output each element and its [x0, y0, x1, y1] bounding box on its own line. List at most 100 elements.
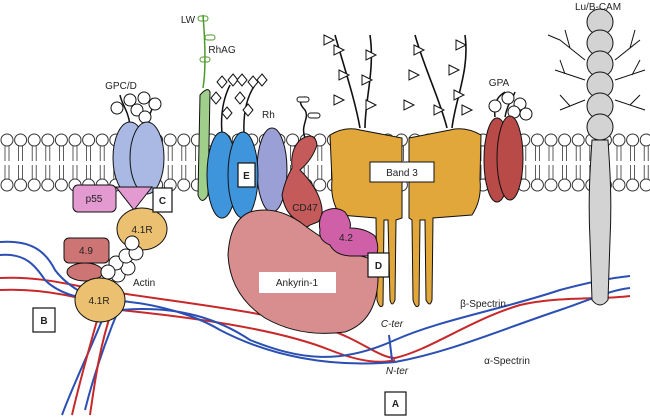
lubcam-protein — [547, 8, 646, 306]
lipid-head — [41, 178, 55, 192]
svg-text:D: D — [375, 261, 382, 272]
ankyrin-protein: Ankyrin-1 — [227, 209, 379, 334]
ankyrin-label-box — [259, 272, 336, 293]
lipid-head — [177, 133, 191, 147]
n-ter-label: N-ter — [386, 366, 409, 377]
glycan-triangle — [433, 104, 446, 116]
glycan-triangle — [361, 74, 374, 86]
lipid-head — [626, 178, 640, 192]
gpa-protein: GPA — [483, 78, 533, 203]
glycan-diamond — [234, 91, 246, 105]
band3-label: Band 3 — [386, 168, 418, 179]
lipid-head — [558, 133, 572, 147]
gpa-label: GPA — [489, 78, 510, 89]
lubcam-glycan-branches — [547, 29, 646, 111]
lipid-head — [0, 178, 14, 192]
gpcd-p55-triangle — [114, 186, 154, 211]
svg-text:B: B — [40, 316, 47, 327]
glycan-diamond — [221, 106, 233, 120]
band3-monomer-right — [408, 128, 482, 308]
protein-41r-bottom-label: 4.1R — [88, 296, 109, 307]
lubcam-stalk — [588, 139, 612, 306]
glycan-triangle — [365, 99, 378, 111]
glycan-triangle — [333, 44, 346, 56]
box-c: C — [152, 187, 173, 213]
lipid-head — [27, 178, 41, 192]
lipid-head — [571, 133, 585, 147]
lipid-head — [14, 133, 28, 147]
lipid-head — [41, 133, 55, 147]
box-a: A — [384, 391, 407, 416]
protein-41r-top-label: 4.1R — [131, 225, 152, 236]
glycan-diamond — [242, 103, 254, 117]
svg-text:E: E — [243, 171, 250, 182]
beta-spectrin-strand — [89, 309, 113, 416]
glycan-diamond — [227, 73, 239, 87]
lipid-head — [27, 133, 41, 147]
lipid-head — [177, 178, 191, 192]
lipid-head — [544, 133, 558, 147]
glycan-diamond — [247, 75, 259, 89]
box-b: B — [32, 307, 56, 333]
glycan-triangle — [323, 34, 336, 46]
svg-text:C: C — [159, 196, 166, 207]
rhag-label: RhAG — [208, 45, 235, 56]
box-e: E — [237, 162, 256, 188]
lubcam-label: Lu/B-CAM — [575, 2, 621, 13]
lipid-head — [286, 133, 300, 147]
junctional-complex: p55 4.1R 4.9 4.1R Actin — [63, 184, 168, 323]
actin-label: Actin — [133, 278, 155, 289]
p55-protein — [72, 184, 117, 213]
band3-dimer: Band 3 — [329, 128, 482, 308]
glycan-triangle — [333, 94, 346, 106]
svg-text:A: A — [392, 399, 399, 410]
c-ter-label: C-ter — [381, 319, 404, 330]
band3-glycans — [334, 34, 467, 129]
beta-spectrin-strand — [71, 309, 101, 416]
glycan-diamond — [256, 73, 268, 87]
glycan-triangle — [455, 39, 468, 51]
lipid-head — [571, 178, 585, 192]
lipid-head — [82, 133, 96, 147]
lipid-head — [163, 133, 177, 147]
lipid-head — [612, 133, 626, 147]
protein-4-9-label: 4.9 — [79, 246, 93, 257]
lipid-head — [639, 133, 650, 147]
glycan-triangles — [323, 34, 474, 116]
box-d: D — [367, 252, 390, 278]
glycan-triangle — [365, 49, 378, 61]
glycan-triangle — [338, 69, 351, 81]
protein-41r-bottom — [74, 277, 126, 323]
gpcd-label: GPC/D — [105, 81, 137, 92]
spectrin-junction-line — [388, 334, 393, 361]
protein-4-2-label: 4.2 — [339, 233, 353, 244]
lipid-head — [313, 178, 327, 192]
lipid-head — [68, 133, 82, 147]
lipid-head — [558, 178, 572, 192]
glycan-diamond — [216, 75, 228, 89]
actin-filament — [100, 235, 144, 283]
cd47-protein: CD47 — [281, 96, 323, 228]
ankyrin-label: Ankyrin-1 — [276, 278, 319, 289]
lipid-head — [530, 133, 544, 147]
lubcam-ig-domain — [586, 113, 614, 141]
alpha-spectrin-label: α-Spectrin — [484, 356, 530, 367]
lipid-head — [54, 178, 68, 192]
glycan-triangle — [408, 69, 421, 81]
p55-label: p55 — [86, 194, 103, 205]
alpha-spectrin-strand — [0, 253, 631, 365]
rh-complex: Rh — [206, 73, 288, 219]
beta-spectrin-label: β-Spectrin — [460, 299, 506, 310]
lipid-head — [612, 178, 626, 192]
protein-4-2: 4.2 — [318, 208, 379, 257]
glycan-triangle — [453, 89, 466, 101]
lipid-head — [639, 178, 650, 192]
glycan-triangle — [461, 104, 474, 116]
lipid-head — [95, 133, 109, 147]
glycan-triangle — [413, 44, 426, 56]
lipid-head — [544, 178, 558, 192]
band3-label-box — [369, 161, 435, 183]
lipid-head — [14, 178, 28, 192]
